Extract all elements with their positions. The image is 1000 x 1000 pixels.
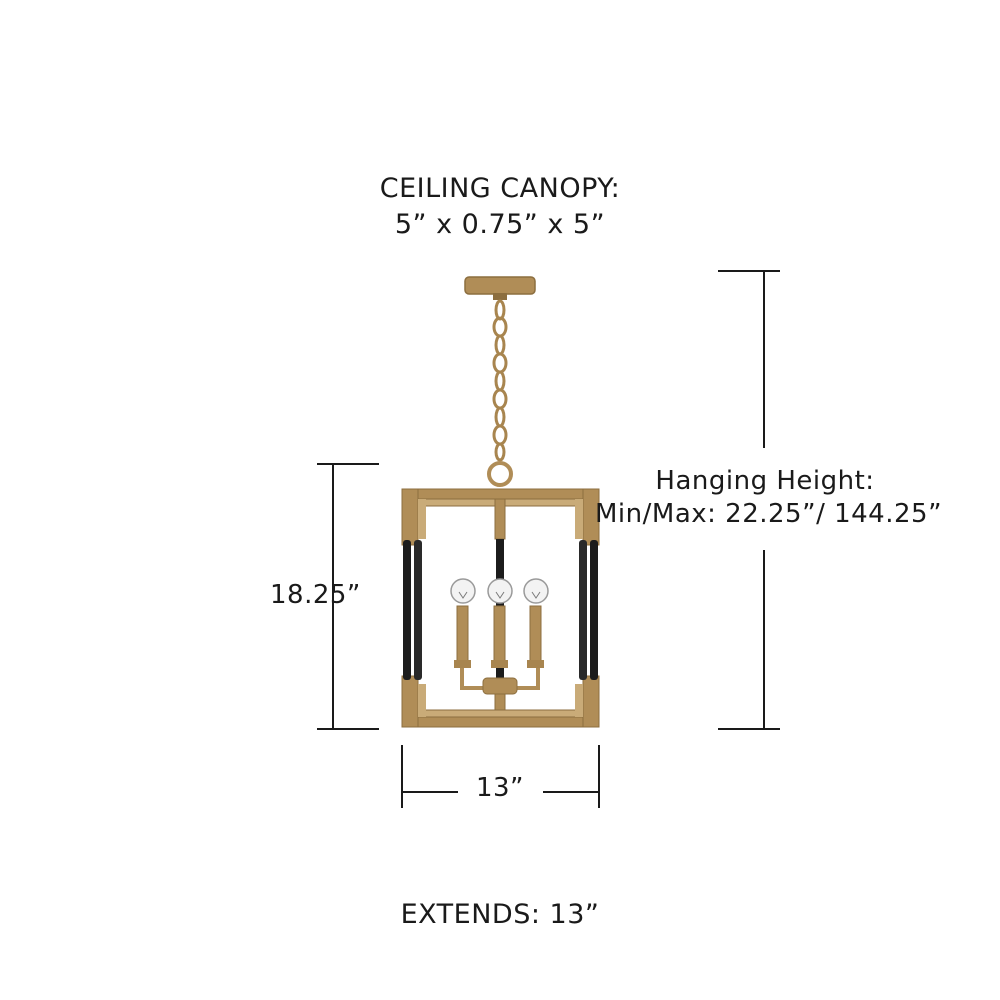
fixture-width-dimension xyxy=(401,745,600,808)
hanging-height-title: Hanging Height: xyxy=(655,466,875,496)
fixture-width-label: 13” xyxy=(475,773,525,803)
bulb-center xyxy=(487,578,513,604)
canopy-dimensions: 5” x 0.75” x 5” xyxy=(394,209,606,240)
ceiling-canopy xyxy=(464,276,536,300)
canopy-title: CEILING CANOPY: xyxy=(379,173,621,204)
chain xyxy=(492,299,508,462)
bulb-left xyxy=(450,578,476,604)
hanging-height-range: Min/Max: 22.25”/ 144.25” xyxy=(595,499,943,529)
extends-label: EXTENDS: 13” xyxy=(400,899,600,930)
fixture-height-label: 18.25” xyxy=(270,580,361,610)
hanging-height-dimension xyxy=(718,270,780,730)
bulb-right xyxy=(523,578,549,604)
hanging-loop xyxy=(487,461,513,487)
fixture-height-dimension xyxy=(317,463,379,730)
candle-cluster xyxy=(450,578,549,695)
